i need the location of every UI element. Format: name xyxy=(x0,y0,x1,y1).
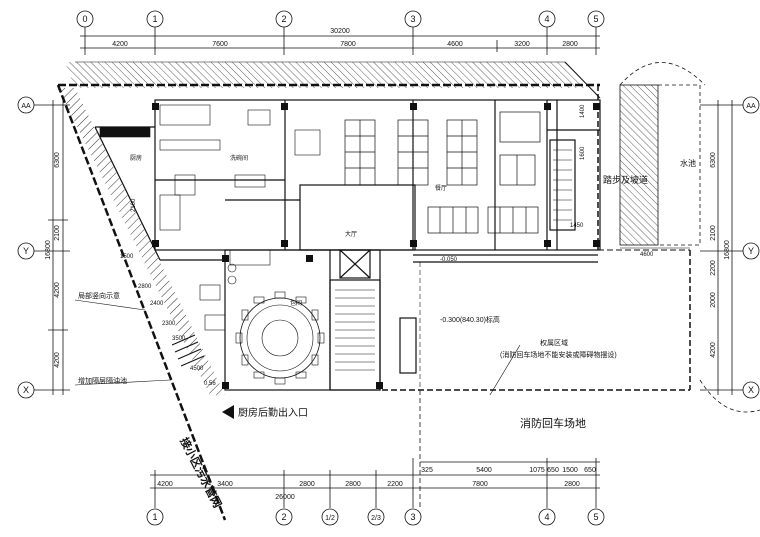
leader-lines xyxy=(74,247,690,396)
svg-text:0.56: 0.56 xyxy=(204,381,216,387)
stairs xyxy=(171,149,572,371)
svg-text:5400: 5400 xyxy=(476,467,492,474)
level-note: -0.300(840.30)标高 xyxy=(440,315,500,324)
svg-text:2100: 2100 xyxy=(710,225,717,241)
svg-text:1: 1 xyxy=(152,512,157,522)
svg-text:7800: 7800 xyxy=(472,481,488,488)
dim-top-2: 7600 xyxy=(212,41,228,48)
grid-label-top-1: 1 xyxy=(152,14,157,24)
round-banquet-table xyxy=(235,291,325,385)
svg-text:3400: 3400 xyxy=(217,481,233,488)
svg-text:2/3: 2/3 xyxy=(371,515,381,522)
svg-text:2800: 2800 xyxy=(138,284,152,290)
grid-label-top-5: 5 xyxy=(593,14,598,24)
dim-top-1: 4200 xyxy=(112,41,128,48)
svg-text:4200: 4200 xyxy=(54,282,61,298)
room-wash-label: 洗碗间 xyxy=(230,154,248,162)
svg-text:Y: Y xyxy=(748,246,754,256)
svg-text:2800: 2800 xyxy=(299,481,315,488)
side-note-2: 增加隔层隔油池 xyxy=(78,376,127,385)
top-grid-labels: 0 1 2 3 4 5 30200 4200 7600 7800 4600 32… xyxy=(82,14,598,48)
dim-top-3: 7800 xyxy=(340,41,356,48)
svg-text:4: 4 xyxy=(544,512,549,522)
grid-label-top-0: 0 xyxy=(82,14,87,24)
pool-label: 水池 xyxy=(680,158,696,168)
dim-top-4: 4600 xyxy=(447,41,463,48)
room-hall-label: 大厅 xyxy=(345,230,357,238)
room-kitchen-label: 厨房 xyxy=(130,154,142,162)
svg-text:1450: 1450 xyxy=(570,223,584,229)
svg-text:2100: 2100 xyxy=(54,225,61,241)
bottom-grid xyxy=(146,458,605,526)
svg-text:2100: 2100 xyxy=(131,198,137,212)
dim-top-total: 30200 xyxy=(330,28,350,35)
svg-text:4500: 4500 xyxy=(190,366,204,372)
svg-text:2300: 2300 xyxy=(162,321,176,327)
svg-text:2000: 2000 xyxy=(710,292,717,308)
side-note-1: 局部竖向示意 xyxy=(78,291,120,300)
svg-text:2: 2 xyxy=(281,512,286,522)
svg-text:3: 3 xyxy=(410,512,415,522)
svg-text:16800: 16800 xyxy=(724,240,731,260)
svg-text:-0.050: -0.050 xyxy=(440,257,458,263)
room-vip-label: 包间 xyxy=(290,299,302,307)
svg-text:4200: 4200 xyxy=(710,342,717,358)
svg-text:3500: 3500 xyxy=(172,336,186,342)
grid-label-top-4: 4 xyxy=(544,14,549,24)
roof-note-body: (消防回车场地不能安装或障碍物摆设) xyxy=(500,350,617,359)
svg-text:Y: Y xyxy=(23,246,29,256)
fire-truck-site-label: 消防回车场地 xyxy=(520,416,586,430)
svg-text:2200: 2200 xyxy=(710,260,717,276)
top-grid xyxy=(76,10,605,55)
svg-text:1/2: 1/2 xyxy=(325,515,335,522)
grid-label-top-3: 3 xyxy=(410,14,415,24)
left-grid xyxy=(17,96,70,399)
svg-text:5: 5 xyxy=(593,512,598,522)
kitchen-fixtures xyxy=(99,104,321,331)
structural-columns xyxy=(152,103,600,389)
corridor-label: 踏步及坡道 xyxy=(603,174,648,185)
svg-text:X: X xyxy=(748,385,754,395)
svg-text:2200: 2200 xyxy=(387,481,403,488)
dim-top-5: 3200 xyxy=(514,41,530,48)
svg-text:6300: 6300 xyxy=(54,152,61,168)
svg-text:650: 650 xyxy=(547,467,559,474)
roof-note-title: 权属区域 xyxy=(540,338,568,347)
dim-top-6: 2800 xyxy=(562,41,578,48)
ramp-area xyxy=(419,62,760,508)
svg-text:4200: 4200 xyxy=(54,352,61,368)
kitchen-entrance-label: 厨房后勤出入口 xyxy=(238,406,308,419)
svg-text:1075: 1075 xyxy=(529,467,545,474)
site-boundary xyxy=(56,61,691,521)
svg-text:1400: 1400 xyxy=(580,104,586,118)
svg-text:2800: 2800 xyxy=(564,481,580,488)
svg-text:2400: 2400 xyxy=(150,301,164,307)
grid-label-top-2: 2 xyxy=(281,14,286,24)
room-dining-label: 餐厅 xyxy=(435,184,447,192)
bottom-grid-labels: 1 2 1/2 2/3 3 4 5 325 5400 1075 650 1500… xyxy=(152,467,598,522)
svg-text:16800: 16800 xyxy=(45,240,52,260)
left-grid-labels: AA Y X 6300 2100 4200 4200 16800 xyxy=(21,103,61,395)
svg-text:1500: 1500 xyxy=(120,254,134,260)
road-label: 接小区污水管网 xyxy=(177,435,224,510)
dining-tables xyxy=(344,111,541,234)
right-grid xyxy=(700,96,760,399)
svg-text:4200: 4200 xyxy=(157,481,173,488)
kitchen-entrance-arrow-icon xyxy=(222,405,234,419)
svg-text:650: 650 xyxy=(584,467,596,474)
svg-text:AA: AA xyxy=(746,103,756,110)
building-walls xyxy=(94,99,601,391)
svg-text:X: X xyxy=(23,385,29,395)
svg-text:325: 325 xyxy=(421,467,433,474)
svg-text:1500: 1500 xyxy=(562,467,578,474)
svg-text:2800: 2800 xyxy=(345,481,361,488)
right-grid-labels: AA Y X 6300 2100 2200 2000 4200 16800 xyxy=(710,103,756,395)
svg-text:AA: AA xyxy=(21,103,31,110)
svg-text:4600: 4600 xyxy=(640,252,654,258)
svg-text:6300: 6300 xyxy=(710,152,717,168)
svg-text:26000: 26000 xyxy=(275,494,295,501)
svg-text:1600: 1600 xyxy=(580,146,586,160)
